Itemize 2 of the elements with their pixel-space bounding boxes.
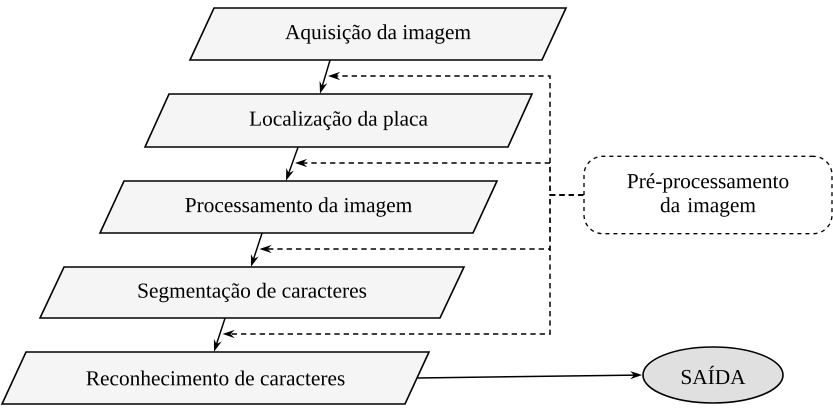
rounded-box: Pré-processamento da imagem — [583, 156, 833, 234]
ellipse-node: SAÍDA — [642, 346, 784, 404]
